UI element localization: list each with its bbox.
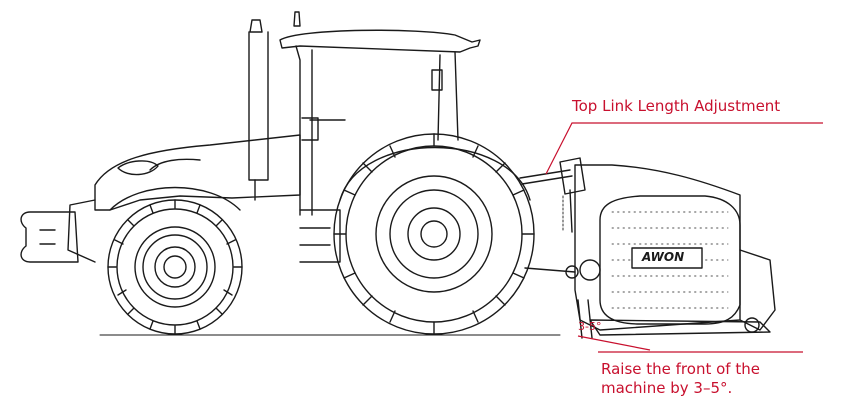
three-point-hitch	[519, 157, 593, 339]
raise-front-callout: Raise the front of the machine by 3–5°.	[601, 360, 760, 398]
mulcher-body	[574, 164, 776, 336]
angle-callout: 3-5°	[578, 320, 602, 333]
brand-plate	[631, 247, 703, 269]
raise-note-line-1: Raise the front of the	[601, 360, 760, 378]
hood	[20, 134, 301, 263]
top-link-callout: Top Link Length Adjustment	[572, 97, 781, 115]
exhaust-pipe	[248, 11, 301, 201]
cab	[279, 29, 481, 263]
rear-wheel	[333, 133, 535, 335]
raise-note-line-2: machine by 3–5°.	[601, 379, 733, 397]
front-wheel	[107, 186, 243, 335]
angle-line	[577, 335, 651, 351]
brand-label: AWON	[642, 250, 685, 264]
top-link-leader	[545, 122, 823, 175]
